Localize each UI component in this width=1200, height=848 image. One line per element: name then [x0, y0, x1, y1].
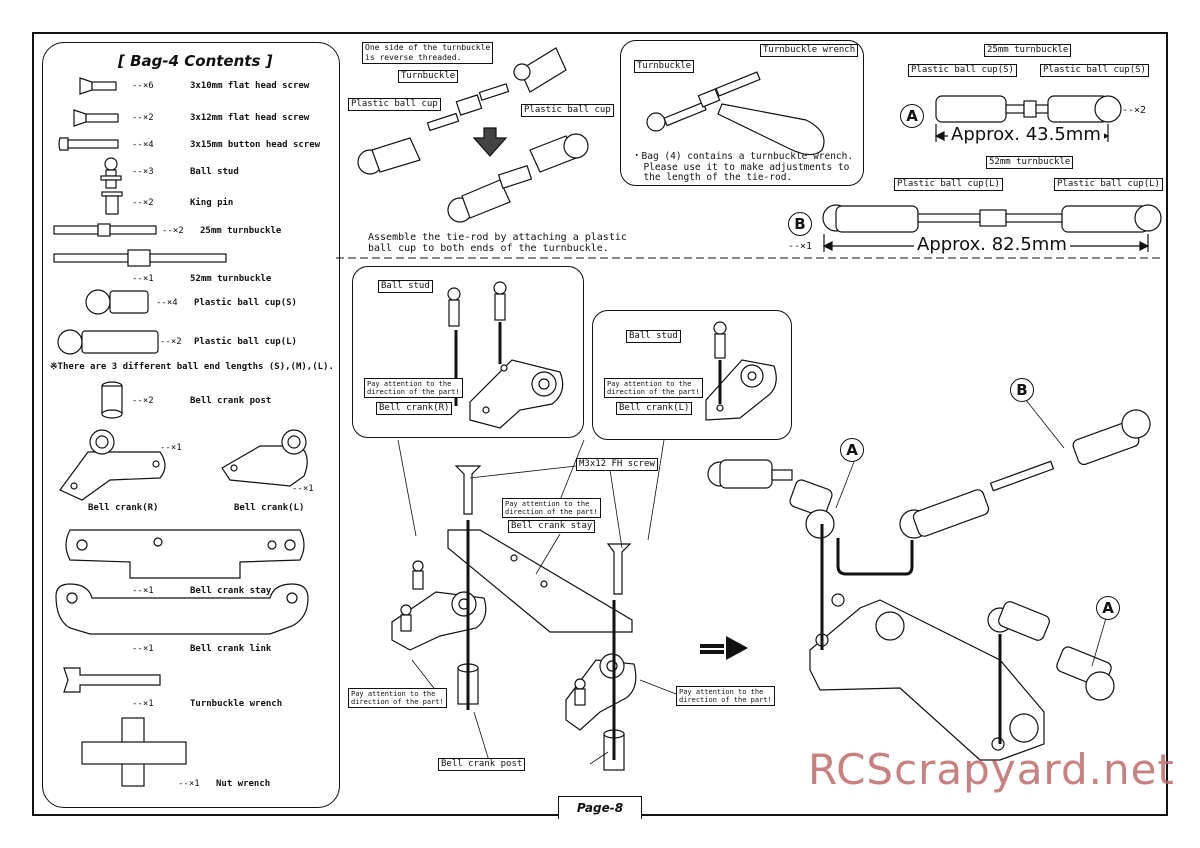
- item-qty: --×6: [132, 81, 154, 91]
- post-label: Bell crank post: [438, 758, 526, 771]
- post-name: Bell crank post: [190, 396, 272, 406]
- rod-a-length: Approx. 43.5mm: [948, 124, 1104, 145]
- final-a2-badge: A: [1096, 596, 1120, 620]
- item-qty: --×3: [132, 167, 154, 177]
- item-name: 52mm turnbuckle: [190, 274, 272, 284]
- wrench-qty: --×1: [132, 699, 154, 709]
- post-qty: --×2: [132, 396, 154, 406]
- rod-a-turnbuckle-label: 25mm turnbuckle: [984, 44, 1072, 57]
- rod-a-qty: --×2: [1122, 105, 1147, 116]
- crank-l-label: Bell crank(L): [616, 402, 693, 415]
- link-qty: --×1: [132, 644, 154, 654]
- nut-name: Nut wrench: [216, 779, 271, 789]
- wrench-name: Turnbuckle wrench: [190, 699, 283, 709]
- contents-title: [ Bag-4 Contents ]: [118, 52, 273, 70]
- item-name: 3x10mm flat head screw: [190, 81, 310, 91]
- rod-b-cup-left-label: Plastic ball cup(L): [894, 178, 1003, 191]
- item-name: Plastic ball cup(L): [194, 337, 297, 347]
- item-name: 3x15mm button head screw: [190, 140, 321, 150]
- crank-l-qty: --×1: [292, 484, 314, 494]
- ball-stud-l-label: Ball stud: [626, 330, 681, 343]
- rod-a-cup-right-label: Plastic ball cup(S): [1040, 64, 1149, 77]
- rod-b-badge: B: [788, 212, 812, 236]
- final-b-badge: B: [1010, 378, 1034, 402]
- attention-br-note: Pay attention to the direction of the pa…: [676, 686, 775, 706]
- attention-bl-note: Pay attention to the direction of the pa…: [348, 688, 447, 708]
- stay-label: Bell crank stay: [508, 520, 596, 533]
- item-qty: --×2: [162, 226, 184, 236]
- item-qty: --×2: [132, 198, 154, 208]
- wrench-note: ・Bag (4) contains a turnbuckle wrench. P…: [632, 151, 854, 183]
- attention-l-note: Pay attention to the direction of the pa…: [604, 378, 703, 398]
- stay-name: Bell crank stay: [190, 586, 272, 596]
- item-name: Plastic ball cup(S): [194, 298, 297, 308]
- attention-r-note: Pay attention to the direction of the pa…: [364, 378, 463, 398]
- item-qty: --×2: [132, 113, 154, 123]
- crank-r-label: Bell crank(R): [376, 402, 453, 415]
- cup-left-label: Plastic ball cup: [348, 98, 441, 111]
- attention-stay-note: Pay attention to the direction of the pa…: [502, 498, 601, 518]
- cup-right-label: Plastic ball cup: [521, 104, 614, 117]
- nut-qty: --×1: [178, 779, 200, 789]
- rod-b-length: Approx. 82.5mm: [914, 234, 1070, 255]
- link-name: Bell crank link: [190, 644, 272, 654]
- rod-b-qty: --×1: [788, 241, 813, 252]
- item-name: 3x12mm flat head screw: [190, 113, 310, 123]
- ball-stud-r-label: Ball stud: [378, 280, 433, 293]
- crank-l-name: Bell crank(L): [234, 503, 305, 513]
- rod-b-cup-right-label: Plastic ball cup(L): [1054, 178, 1163, 191]
- final-a1-badge: A: [840, 438, 864, 462]
- rod-a-badge: A: [900, 104, 924, 128]
- rod-a-cup-left-label: Plastic ball cup(S): [908, 64, 1017, 77]
- reverse-thread-note: One side of the turnbuckle is reverse th…: [362, 42, 494, 64]
- screw-label: M3x12 FH screw: [576, 458, 658, 471]
- contents-panel: [42, 42, 340, 808]
- item-qty: --×2: [160, 337, 182, 347]
- stay-qty: --×1: [132, 586, 154, 596]
- page-number: Page-8: [558, 796, 642, 819]
- item-qty: --×4: [132, 140, 154, 150]
- wrench-turnbuckle-label: Turnbuckle: [634, 60, 695, 73]
- item-name: King pin: [190, 198, 234, 208]
- assemble-note: Assemble the tie-rod by attaching a plas…: [368, 232, 627, 254]
- turnbuckle-label: Turnbuckle: [398, 70, 459, 83]
- rod-b-turnbuckle-label: 52mm turnbuckle: [986, 156, 1074, 169]
- watermark: RCScrapyard.net: [808, 745, 1175, 794]
- item-name: 25mm turnbuckle: [200, 226, 282, 236]
- crank-r-name: Bell crank(R): [88, 503, 159, 513]
- item-name: Ball stud: [190, 167, 239, 177]
- ball-end-note: ※There are 3 different ball end lengths …: [50, 362, 334, 372]
- crank-r-qty: --×1: [160, 443, 182, 453]
- item-qty: --×4: [156, 298, 178, 308]
- item-qty: --×1: [132, 274, 154, 284]
- wrench-label: Turnbuckle wrench: [760, 44, 859, 57]
